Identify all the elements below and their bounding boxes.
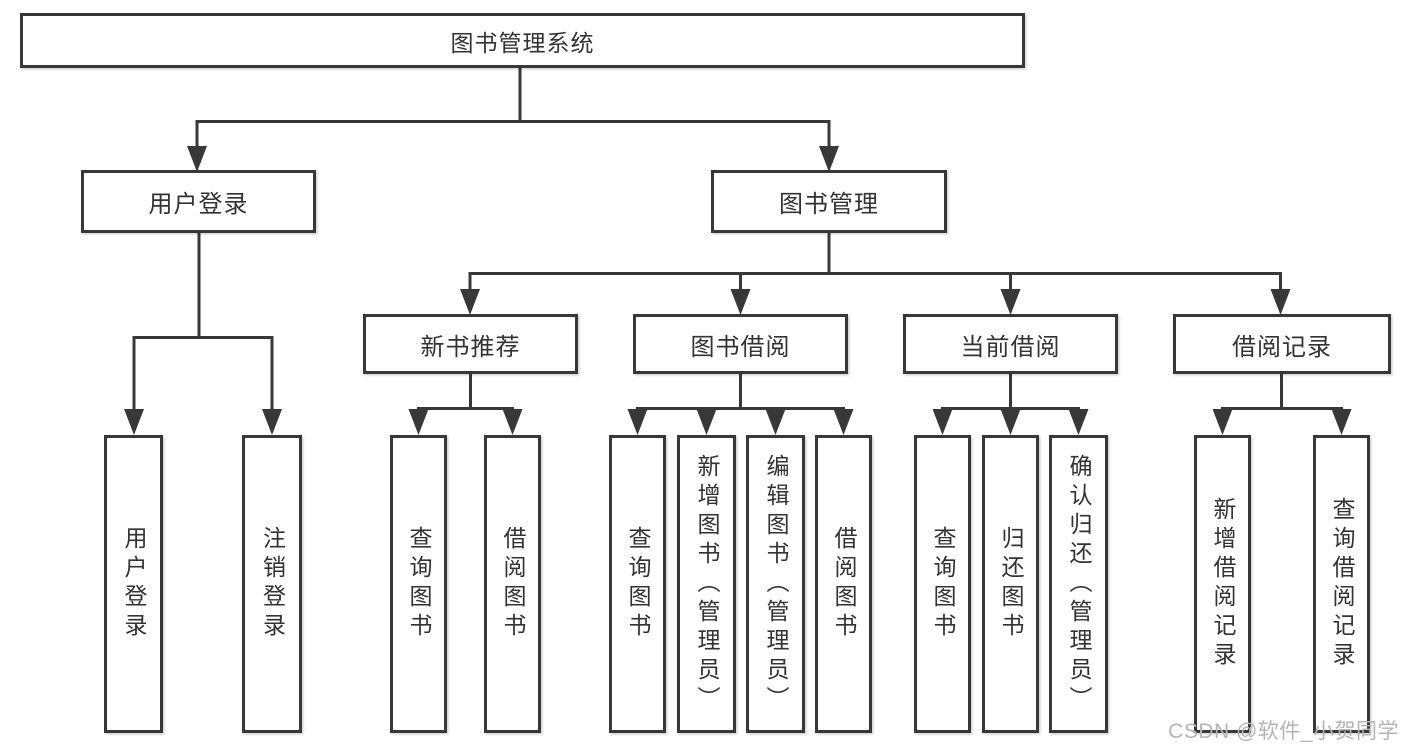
node-library-management-system: 图书管理系统 [20,13,1025,68]
node-book-borrowing: 图书借阅 [633,314,848,374]
node-return-books: 归还图书 [982,435,1039,733]
node-label: 查询图书 [625,526,651,642]
node-label: 当前借阅 [960,333,1061,361]
node-user-login: 用户登录 [81,170,316,233]
node-label: 查询图书 [406,526,432,642]
watermark: CSDN @软件_小贺同学 [1168,720,1399,743]
node-label: 用户登录 [121,526,147,642]
node-borrowing-records: 借阅记录 [1173,314,1391,374]
node-book-management: 图书管理 [711,170,947,233]
node-query-books-current: 查询图书 [914,435,971,733]
node-new-book-recommendation: 新书推荐 [363,314,578,374]
node-label: 编辑图书（管理员） [763,453,789,715]
node-label: 借阅图书 [500,526,526,642]
node-current-borrowing: 当前借阅 [903,314,1118,374]
node-logout-leaf: 注销登录 [242,435,302,733]
node-borrow-books-leaf: 借阅图书 [815,435,872,733]
node-label: 新增借阅记录 [1210,497,1236,671]
node-user-login-leaf: 用户登录 [104,435,163,733]
node-add-books-admin: 新增图书（管理员） [677,435,736,733]
node-label: 归还图书 [998,526,1024,642]
node-label: 图书管理系统 [450,29,595,56]
node-edit-books-admin: 编辑图书（管理员） [746,435,805,733]
node-confirm-return-admin: 确认归还（管理员） [1049,435,1108,733]
node-label: 图书管理 [779,191,879,218]
node-borrow-books-recommend: 借阅图书 [484,435,541,733]
arrowhead-icons [124,146,1352,435]
node-label: 用户登录 [148,191,249,218]
node-add-borrow-record: 新增借阅记录 [1194,435,1251,733]
node-query-books-borrowing: 查询图书 [609,435,666,733]
node-label: 借阅图书 [831,526,857,642]
node-label: 查询借阅记录 [1329,497,1355,671]
node-query-books-recommend: 查询图书 [390,435,447,733]
node-label: 图书借阅 [690,333,791,361]
node-label: 借阅记录 [1232,333,1332,361]
node-label: 查询图书 [930,526,956,642]
node-label: 新书推荐 [420,333,521,361]
node-label: 新增图书（管理员） [694,453,720,715]
node-label: 注销登录 [259,526,286,642]
node-query-borrow-record: 查询借阅记录 [1313,435,1370,733]
node-label: 确认归还（管理员） [1066,453,1092,715]
